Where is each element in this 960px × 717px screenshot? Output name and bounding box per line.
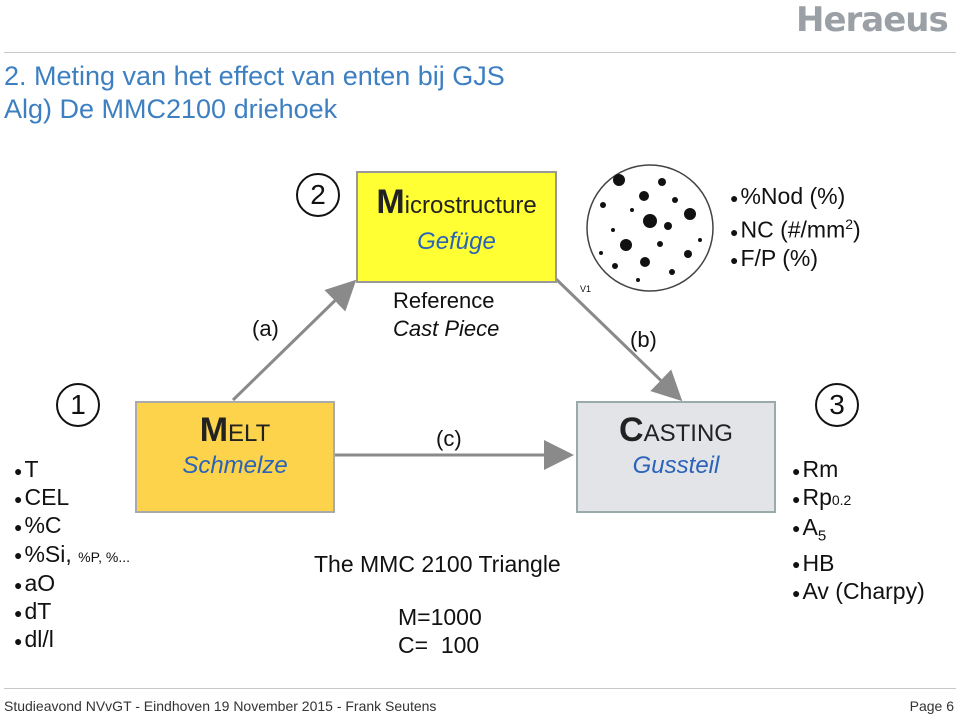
param-rm: Rm <box>792 456 925 484</box>
footer-text: Studieavond NVvGT - Eindhoven 19 Novembe… <box>4 698 437 714</box>
c-value: C= 100 <box>398 632 480 658</box>
melt-head-rest: ELT <box>228 420 271 447</box>
micro-sub: Gefüge <box>417 228 496 255</box>
param-dt: dT <box>14 598 130 626</box>
arrow-a <box>231 279 357 402</box>
melt-param-list: T CEL %C %Si, %P, %... aO dT dl/l <box>14 456 130 655</box>
reference-line-2: Cast Piece <box>393 316 500 341</box>
param-nod: %Nod (%) <box>730 183 861 211</box>
melt-box: MELT Schmelze <box>135 401 335 513</box>
param-fp: F/P (%) <box>730 245 861 273</box>
step-1-circle: 1 <box>56 383 100 427</box>
param-rp: Rp0.2 <box>792 484 925 514</box>
micro-param-list: %Nod (%) NC (#/mm2) F/P (%) <box>730 183 861 273</box>
cast-head-rest: ASTING <box>643 420 733 447</box>
microstructure-image <box>586 164 714 292</box>
arrow-b <box>554 277 683 402</box>
footer-divider <box>4 688 956 689</box>
step-2-circle: 2 <box>296 173 340 217</box>
micro-head-big: M <box>376 183 405 221</box>
param-hb: HB <box>792 550 925 578</box>
slide-title: 2. Meting van het effect van enten bij G… <box>4 60 624 126</box>
header-divider <box>4 52 956 53</box>
param-ao: aO <box>14 570 130 598</box>
param-dl: dl/l <box>14 626 130 654</box>
page-number: Page 6 <box>909 698 954 714</box>
heraeus-logo: Heraeus <box>796 0 949 40</box>
param-cel: CEL <box>14 484 130 512</box>
arrow-c-label: (c) <box>436 426 462 451</box>
microstructure-box: Microstructure Gefüge <box>356 171 557 283</box>
title-line-1: 2. Meting van het effect van enten bij G… <box>4 61 505 91</box>
micro-image-tag: V1 <box>580 284 592 294</box>
step-3-circle: 3 <box>815 383 859 427</box>
cast-param-list: Rm Rp0.2 A5 HB Av (Charpy) <box>792 456 925 606</box>
melt-sub: Schmelze <box>182 452 288 479</box>
arrow-b-label: (b) <box>630 327 657 352</box>
casting-box: CASTING Gussteil <box>576 401 776 513</box>
reference-line-1: Reference <box>393 288 495 313</box>
melt-head-big: M <box>199 411 229 449</box>
param-a5: A5 <box>792 514 925 550</box>
param-c: %C <box>14 512 130 540</box>
cast-sub: Gussteil <box>632 452 720 479</box>
triangle-title: The MMC 2100 Triangle <box>314 551 561 577</box>
param-nc: NC (#/mm2) <box>730 211 860 245</box>
micro-head-rest: icrostructure <box>404 192 537 219</box>
param-si: %Si, %P, %... <box>14 541 130 571</box>
param-t: T <box>14 456 130 484</box>
title-line-2: Alg) De MMC2100 driehoek <box>4 94 338 124</box>
arrow-a-label: (a) <box>252 316 279 341</box>
m-value: M=1000 <box>398 604 482 630</box>
param-av: Av (Charpy) <box>792 578 924 606</box>
cast-head-big: C <box>619 411 644 449</box>
